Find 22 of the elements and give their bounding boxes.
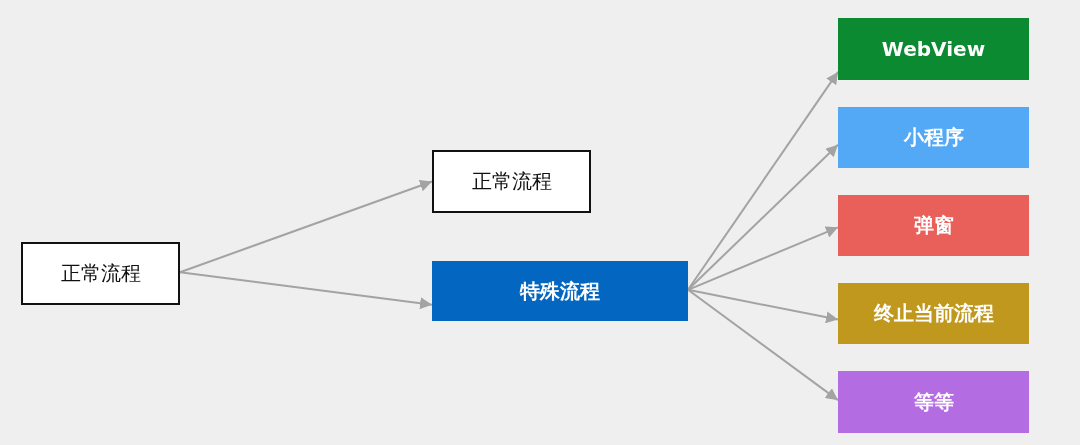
arrow bbox=[687, 288, 839, 324]
colored-box bbox=[838, 107, 1029, 168]
arrow bbox=[179, 179, 433, 274]
node-label: 小程序 bbox=[903, 124, 964, 151]
node-label: WebView bbox=[881, 37, 986, 61]
colored-box bbox=[838, 18, 1029, 80]
node-label: 终止当前流程 bbox=[873, 300, 994, 327]
process-box bbox=[21, 242, 180, 305]
arrow bbox=[687, 143, 839, 291]
arrow bbox=[179, 271, 433, 310]
colored-box bbox=[838, 283, 1029, 344]
node-label: 特殊流程 bbox=[520, 277, 600, 305]
node-label: 弹窗 bbox=[913, 212, 954, 239]
node-label: 正常流程 bbox=[60, 260, 141, 287]
node-label: 等等 bbox=[913, 388, 954, 416]
colored-box bbox=[838, 195, 1029, 256]
node-label: 正常流程 bbox=[471, 168, 552, 195]
arrow bbox=[687, 226, 839, 291]
process-box bbox=[432, 150, 591, 213]
colored-box bbox=[432, 261, 688, 321]
arrow bbox=[687, 288, 839, 402]
colored-box bbox=[838, 371, 1029, 433]
